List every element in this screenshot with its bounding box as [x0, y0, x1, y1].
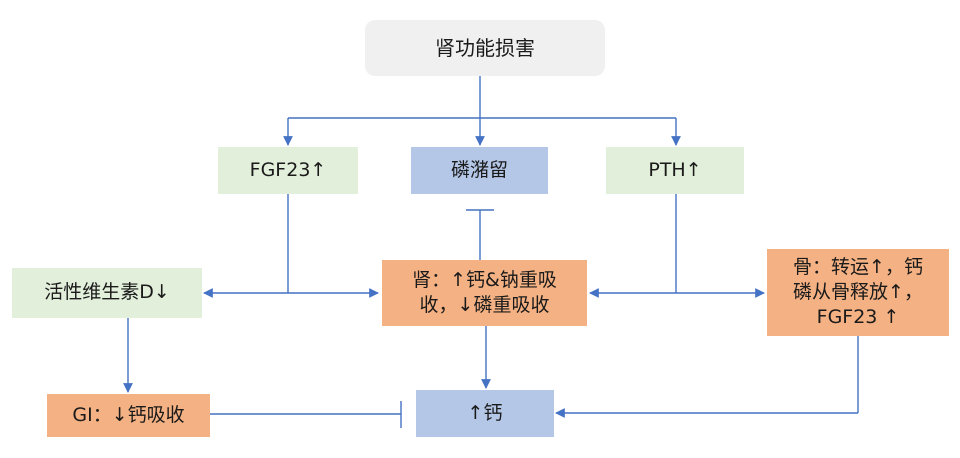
pth-label: PTH↑ [648, 158, 702, 181]
kidney-effect-node: 肾：↑钙&钠重吸 收，↓磷重吸收 [382, 260, 587, 326]
kidney-effect-line-2: 收，↓磷重吸收 [419, 294, 550, 316]
active-vitamin-d-node: 活性维生素D↓ [12, 268, 202, 318]
bone-effect-node: 骨：转运↑，钙 磷从骨释放↑， FGF23 ↑ [767, 249, 949, 336]
gi-effect-node: GI：↓钙吸收 [47, 394, 210, 437]
kidney-damage-label: 肾功能损害 [435, 35, 535, 60]
kidney-damage-node: 肾功能损害 [365, 20, 605, 76]
phosphate-retention-node: 磷潴留 [411, 147, 548, 194]
calcium-node: ↑钙 [416, 390, 554, 437]
bone-effect-line-1: 骨：转运↑，钙 [793, 255, 923, 278]
kidney-effect-line-1: 肾：↑钙&钠重吸 [412, 268, 557, 291]
fgf23-node: FGF23↑ [218, 147, 358, 194]
phosphate-retention-label: 磷潴留 [450, 158, 508, 181]
fgf23-label: FGF23↑ [249, 158, 327, 181]
gi-effect-label: GI：↓钙吸收 [72, 403, 185, 426]
active-vitamin-d-label: 活性维生素D↓ [44, 281, 170, 304]
pth-node: PTH↑ [606, 147, 744, 194]
bone-effect-line-3: FGF23 ↑ [816, 306, 900, 329]
bone-effect-line-2: 磷从骨释放↑， [793, 280, 923, 303]
calcium-label: ↑钙 [467, 401, 503, 424]
